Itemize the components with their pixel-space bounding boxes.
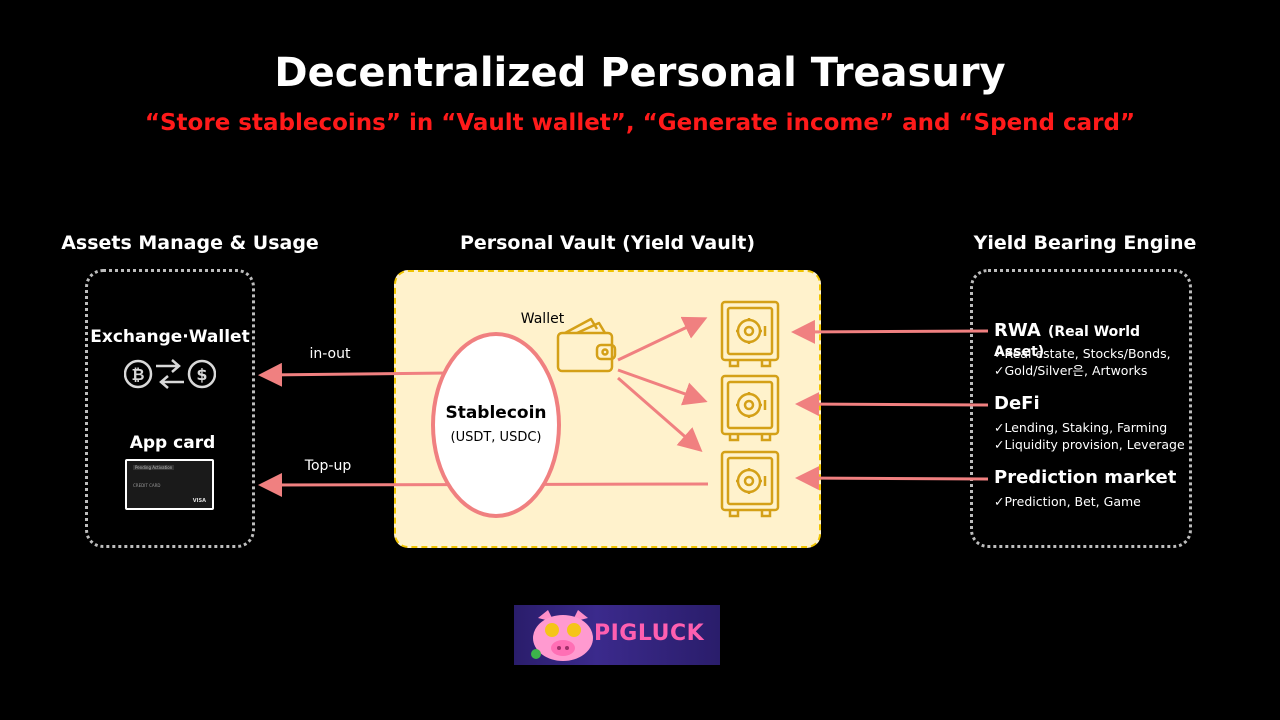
stablecoin-sub: (USDT, USDC): [450, 430, 542, 445]
logo-text: PIGLUCK: [594, 621, 705, 646]
defi-title: DeFi: [994, 393, 1040, 414]
prediction-title: Prediction market: [994, 467, 1177, 488]
wallet-to-safe1-arrow: [617, 316, 708, 362]
in-out-arrow: [258, 362, 449, 387]
topup-label: Top-up: [304, 458, 352, 474]
rwa-arrow: [791, 319, 989, 344]
safe-icon-1: [720, 300, 780, 368]
pig-icon: [531, 610, 593, 661]
svg-text:₿: ₿: [131, 365, 144, 384]
wallet-to-safe2-arrow: [617, 368, 708, 406]
page-title: Decentralized Personal Treasury: [274, 50, 1006, 96]
app-card-label: App card: [129, 433, 216, 453]
rwa-block: RWA (Real World Asset): [994, 320, 1194, 360]
in-out-label: in-out: [309, 346, 351, 362]
pigluck-logo: PIGLUCK: [514, 605, 720, 665]
rwa-title-note: (Real World Asset): [994, 324, 1141, 360]
yield-heading: Yield Bearing Engine: [973, 232, 1197, 254]
rwa-lines: ✓Real estate, Stocks/Bonds, ✓Gold/Silver…: [994, 345, 1189, 379]
assets-box: [85, 269, 255, 548]
prediction-lines: ✓Prediction, Bet, Game: [994, 493, 1189, 510]
wallet-to-safe3-arrow: [617, 376, 703, 452]
rwa-title: RWA: [994, 320, 1041, 341]
stablecoin-ellipse: [431, 332, 561, 518]
card-type-text: CREDIT CARD: [133, 483, 161, 488]
rwa-line: ✓Real estate, Stocks/Bonds,: [994, 346, 1171, 361]
prediction-arrow: [795, 466, 989, 491]
safe-icon-2: [720, 374, 780, 442]
card-status-text: Pending Activation: [133, 465, 175, 470]
card-brand-text: VISA: [192, 498, 206, 504]
credit-card-image: Pending Activation CREDIT CARD VISA: [125, 459, 214, 510]
defi-lines: ✓Lending, Staking, Farming ✓Liquidity pr…: [994, 419, 1189, 453]
defi-line: ✓Lending, Staking, Farming: [994, 420, 1168, 435]
yield-engine-box: [970, 269, 1192, 548]
assets-heading: Assets Manage & Usage: [61, 232, 319, 254]
vault-heading: Personal Vault (Yield Vault): [459, 232, 756, 254]
rwa-line: ✓Gold/Silver은, Artworks: [994, 363, 1148, 378]
wallet-icon: [556, 317, 617, 373]
svg-text:$: $: [196, 365, 207, 384]
safe-icon-3: [720, 450, 780, 518]
defi-arrow: [795, 392, 989, 417]
stablecoin-label: Stablecoin: [445, 403, 547, 423]
defi-line: ✓Liquidity provision, Leverage: [994, 437, 1185, 452]
exchange-wallet-label: Exchange·Wallet: [90, 327, 250, 347]
prediction-line: ✓Prediction, Bet, Game: [994, 494, 1141, 509]
wallet-label: Wallet: [520, 311, 565, 327]
exchange-icon: ₿ $: [124, 359, 216, 389]
page-subtitle: “Store stablecoins” in “Vault wallet”, “…: [144, 110, 1136, 136]
